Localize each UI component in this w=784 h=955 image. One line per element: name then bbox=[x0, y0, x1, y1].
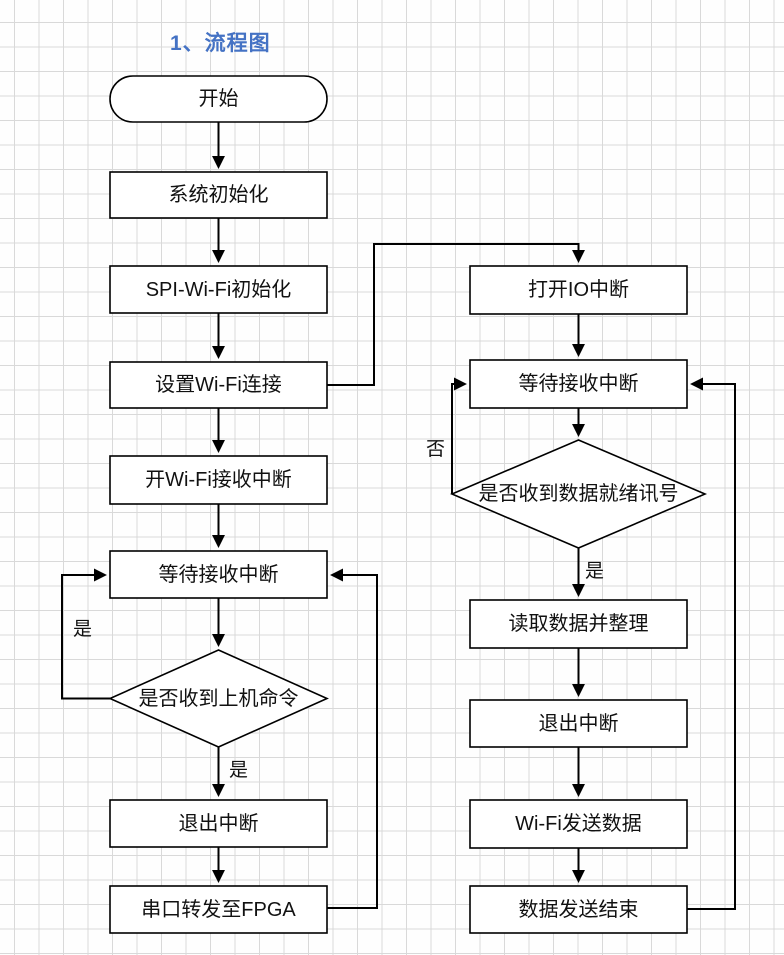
node-sys-init[interactable] bbox=[109, 171, 328, 219]
page-title: 1、流程图 bbox=[170, 32, 271, 55]
node-decision-right[interactable] bbox=[449, 439, 708, 549]
node-send-done[interactable] bbox=[469, 885, 688, 934]
edge-decleft-waitleft-loop bbox=[61, 568, 110, 700]
edge-setwifi-openioint bbox=[327, 243, 585, 386]
flowchart-connectors bbox=[61, 122, 736, 910]
node-uart-fpga[interactable] bbox=[109, 885, 328, 934]
node-set-wifi[interactable] bbox=[109, 361, 328, 409]
flowchart-nodes bbox=[108, 75, 708, 934]
node-exit-int-right[interactable] bbox=[469, 699, 688, 748]
edge-uart-waitleft-loop bbox=[327, 568, 378, 909]
node-open-wifi-int[interactable] bbox=[109, 455, 328, 505]
node-read-data[interactable] bbox=[469, 599, 688, 649]
edge-senddone-waitright-loop bbox=[687, 377, 736, 910]
node-exit-int-left[interactable] bbox=[109, 799, 328, 848]
node-open-io-int[interactable] bbox=[469, 265, 688, 315]
node-decision-left[interactable] bbox=[108, 649, 329, 748]
node-wait-int-right[interactable] bbox=[469, 359, 688, 409]
node-wifi-send[interactable] bbox=[469, 799, 688, 849]
node-spi-init[interactable] bbox=[109, 265, 328, 314]
edge-decright-waitright-loop bbox=[451, 377, 467, 494]
node-wait-int-left[interactable] bbox=[109, 550, 328, 599]
node-start[interactable] bbox=[109, 75, 328, 123]
